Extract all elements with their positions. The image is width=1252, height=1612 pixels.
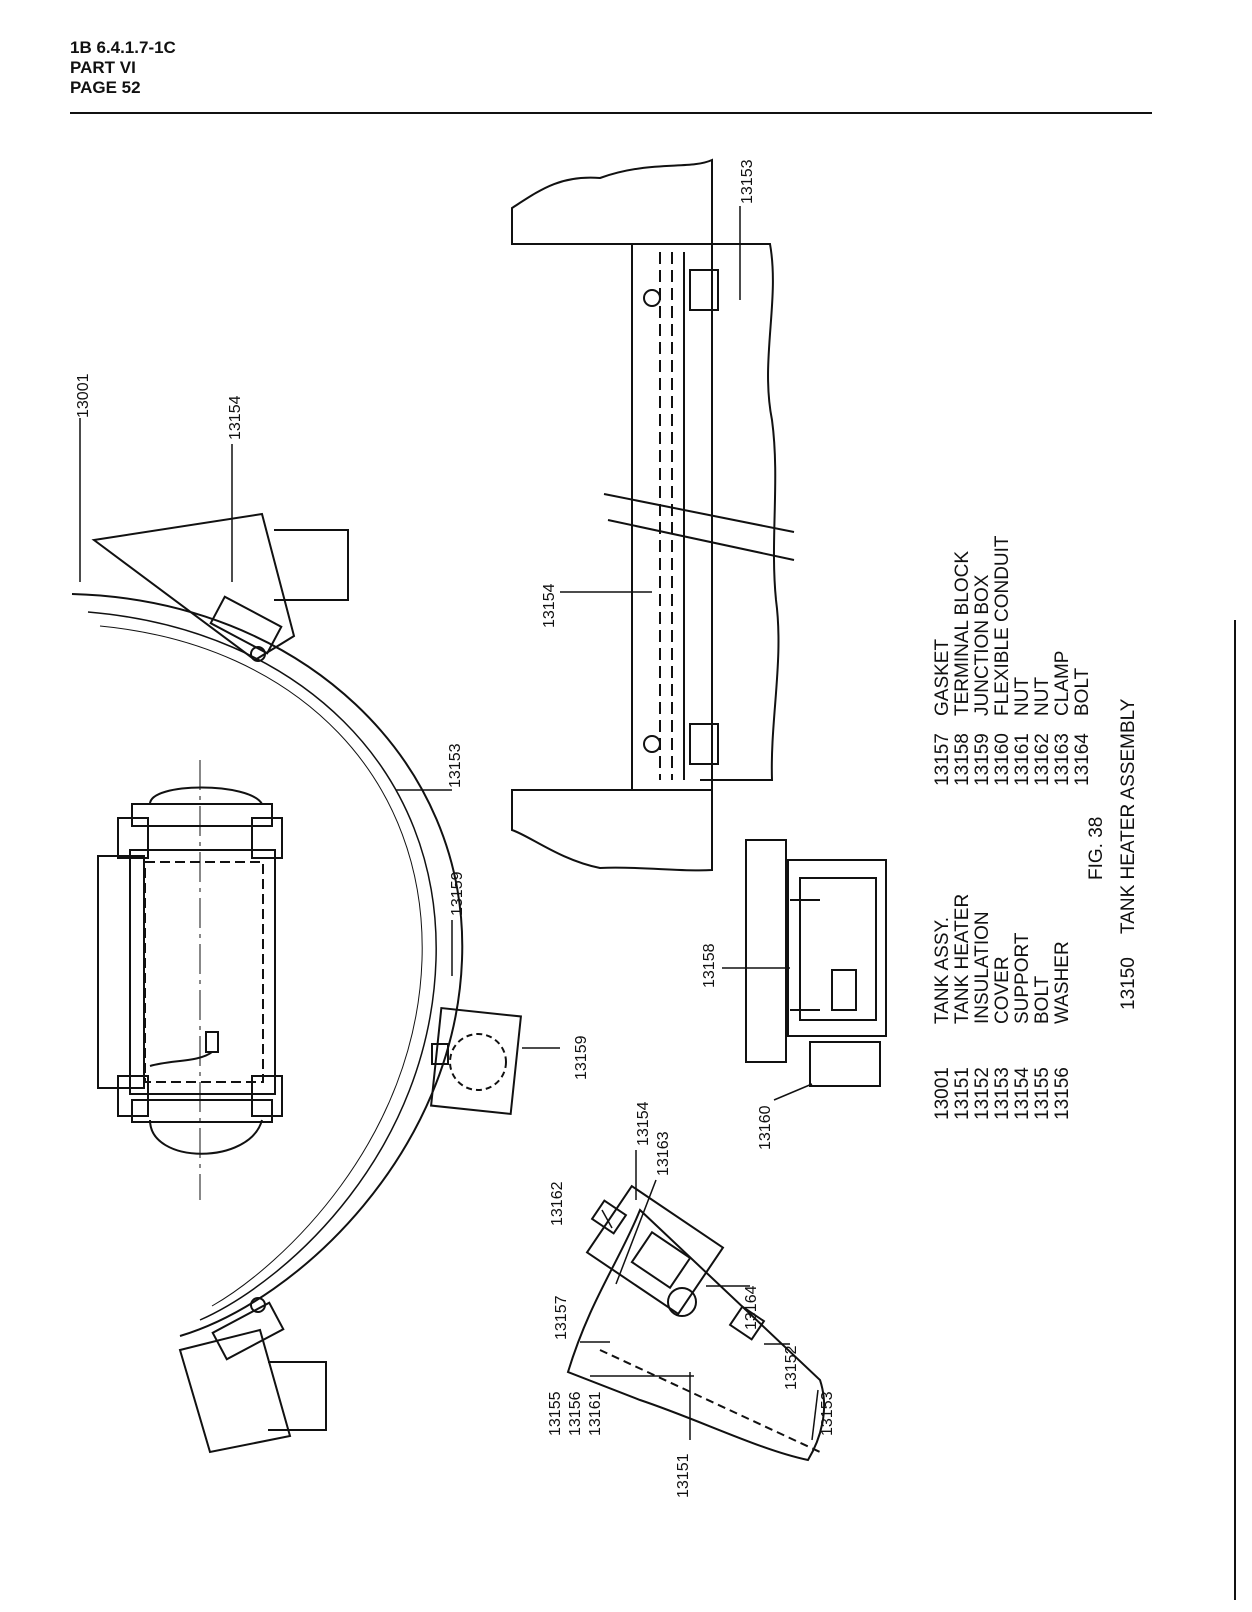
upper-support xyxy=(91,512,349,662)
callout-13152: 13152 xyxy=(783,1345,800,1390)
pl-num: 13154 xyxy=(1012,1067,1033,1120)
pl-desc: TERMINAL BLOCK xyxy=(952,551,973,716)
pl-desc: NUT xyxy=(1012,677,1033,716)
pl-desc: BOLT xyxy=(1072,667,1093,716)
callout-13159-arc: 13159 xyxy=(449,871,466,916)
figure-number: FIG. 38 xyxy=(1086,817,1107,880)
callout-13153-det: 13153 xyxy=(819,1391,836,1436)
doc-id: 1B 6.4.1.7-1C xyxy=(70,38,176,57)
callout-13154-top: 13154 xyxy=(227,395,244,440)
callout-13158: 13158 xyxy=(701,943,718,988)
callout-13154-det: 13154 xyxy=(635,1101,652,1146)
parts-list: 13001 13151 13152 13153 13154 13155 1315… xyxy=(932,535,1139,1120)
parts-list-right: 13157 13158 13159 13160 13161 13162 1316… xyxy=(932,535,1093,786)
pl-num: 13151 xyxy=(952,1067,973,1120)
pl-num: 13163 xyxy=(1052,733,1073,786)
pl-desc: JUNCTION BOX xyxy=(972,574,993,716)
callout-13162: 13162 xyxy=(549,1181,566,1226)
pl-num: 13157 xyxy=(932,733,953,786)
header-rule xyxy=(70,112,1152,114)
tank-arc-outer xyxy=(71,593,464,1337)
callout-13153-side: 13153 xyxy=(739,159,756,204)
pl-num: 13156 xyxy=(1052,1067,1073,1120)
tank-side-view xyxy=(97,760,283,1200)
leader-lines xyxy=(79,206,819,1441)
callout-13161: 13161 xyxy=(587,1391,604,1436)
callout-13154-side: 13154 xyxy=(541,583,558,628)
pl-num: 13152 xyxy=(972,1067,993,1120)
callout-13156: 13156 xyxy=(567,1391,584,1436)
bracket-detail xyxy=(566,1184,826,1462)
callout-13159-box: 13159 xyxy=(573,1035,590,1080)
callout-13160: 13160 xyxy=(757,1105,774,1150)
pl-desc: COVER xyxy=(992,956,1013,1024)
pl-desc: TANK ASSY. xyxy=(932,917,953,1024)
callout-13151: 13151 xyxy=(675,1453,692,1498)
callout-13001: 13001 xyxy=(75,373,92,418)
junction-box-arc xyxy=(429,1006,523,1116)
callout-13155: 13155 xyxy=(547,1391,564,1436)
junction-box-detail xyxy=(745,839,887,1087)
pl-num: 13161 xyxy=(1012,733,1033,786)
pl-num: 13160 xyxy=(992,733,1013,786)
pl-num: 13164 xyxy=(1072,733,1093,786)
pl-num: 13153 xyxy=(992,1067,1013,1120)
pl-desc: INSULATION xyxy=(972,911,993,1024)
pl-desc: WASHER xyxy=(1052,941,1073,1024)
callout-13157: 13157 xyxy=(553,1295,570,1340)
lower-support xyxy=(178,1297,327,1454)
pl-desc: FLEXIBLE CONDUIT xyxy=(992,535,1013,716)
pl-num: 13159 xyxy=(972,733,993,786)
assembly-number: 13150 xyxy=(1118,957,1139,1010)
side-section-view xyxy=(511,158,795,872)
callout-13153-arc: 13153 xyxy=(447,743,464,788)
pl-desc: GASKET xyxy=(932,639,953,716)
cover-arc xyxy=(99,625,423,1307)
pl-num: 13162 xyxy=(1032,733,1053,786)
margin-rule xyxy=(1234,620,1236,1600)
part-label: PART VI xyxy=(70,58,136,77)
pl-num: 13155 xyxy=(1032,1067,1053,1120)
parts-list-left: 13001 13151 13152 13153 13154 13155 1315… xyxy=(932,894,1073,1120)
page-number: PAGE 52 xyxy=(70,78,141,97)
pl-desc: CLAMP xyxy=(1052,651,1073,716)
pl-desc: NUT xyxy=(1032,677,1053,716)
callout-13164: 13164 xyxy=(743,1285,760,1330)
pl-desc: SUPPORT xyxy=(1012,932,1033,1024)
pl-desc: TANK HEATER xyxy=(952,894,973,1024)
heater-band-arc xyxy=(87,611,437,1321)
figure-title: TANK HEATER ASSEMBLY xyxy=(1118,698,1139,934)
pl-desc: BOLT xyxy=(1032,975,1053,1024)
pl-num: 13001 xyxy=(932,1067,953,1120)
callout-13163: 13163 xyxy=(655,1131,672,1176)
pl-num: 13158 xyxy=(952,733,973,786)
callouts: 13001 13154 13153 13159 13159 13154 1315… xyxy=(75,159,836,1498)
